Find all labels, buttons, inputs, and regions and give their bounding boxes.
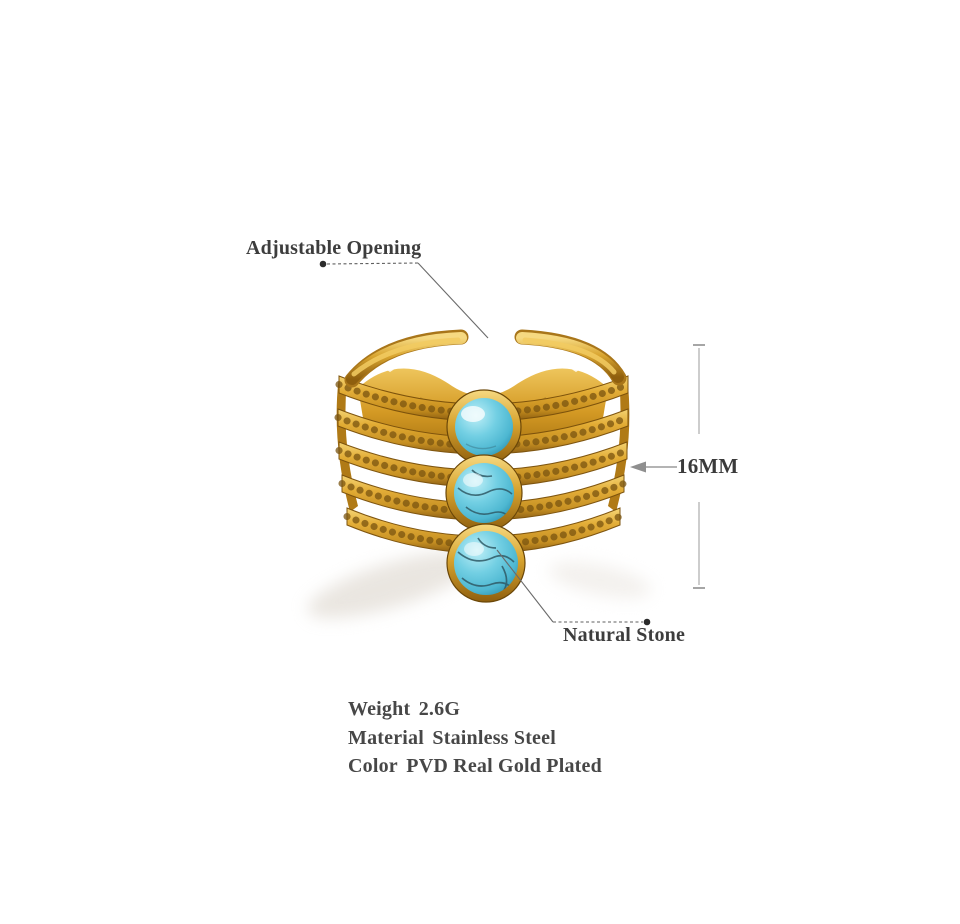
turquoise-stone-middle bbox=[445, 454, 523, 532]
natural-stone-label: Natural Stone bbox=[563, 624, 686, 646]
spec-color: Color PVD Real Gold Plated bbox=[348, 752, 602, 781]
natural-stone-leader-line bbox=[496, 549, 651, 626]
adjustable-opening-arcs bbox=[344, 329, 627, 388]
spec-weight-value: 2.6G bbox=[418, 698, 461, 720]
spec-weight-label: Weight bbox=[348, 698, 411, 720]
turquoise-stones bbox=[445, 389, 526, 603]
gold-band bbox=[343, 507, 624, 554]
gold-band bbox=[335, 375, 632, 422]
spec-material: Material Stainless Steel bbox=[348, 724, 602, 753]
dimension-line-16mm bbox=[630, 344, 705, 589]
dimension-label: 16MM bbox=[677, 454, 739, 478]
ring-shadow bbox=[307, 551, 651, 619]
arrowhead-left-icon bbox=[630, 461, 646, 473]
product-specs: Weight 2.6G Material Stainless Steel Color… bbox=[348, 695, 602, 781]
spec-color-value: PVD Real Gold Plated bbox=[406, 755, 602, 777]
spec-weight: Weight 2.6G bbox=[348, 695, 602, 724]
adjustable-opening-leader-line bbox=[319, 260, 489, 339]
gold-band bbox=[334, 408, 632, 455]
turquoise-stone-top bbox=[446, 389, 522, 465]
turquoise-stone-bottom bbox=[446, 523, 526, 603]
adjustable-opening-label: Adjustable Opening bbox=[246, 237, 422, 259]
spec-material-value: Stainless Steel bbox=[432, 726, 556, 749]
spec-color-label: Color bbox=[348, 755, 398, 777]
spec-material-label: Material bbox=[348, 726, 425, 749]
